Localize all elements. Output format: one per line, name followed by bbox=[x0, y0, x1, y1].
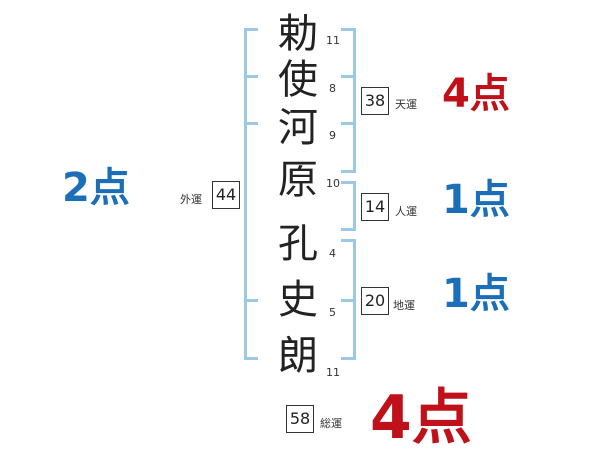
souun-value: 58 bbox=[286, 405, 314, 433]
jinun-bracket-line bbox=[353, 181, 356, 231]
bracket-tick bbox=[244, 299, 258, 302]
chiun-label: 地運 bbox=[393, 299, 415, 312]
stroke-count: 9 bbox=[329, 129, 336, 142]
bracket-tick bbox=[341, 299, 355, 302]
jinun-value: 14 bbox=[361, 193, 389, 221]
name-char: 原 bbox=[278, 157, 318, 203]
chiun-value: 20 bbox=[361, 287, 389, 315]
bracket-tick bbox=[244, 28, 258, 31]
stroke-count: 8 bbox=[329, 82, 336, 95]
stroke-count: 11 bbox=[326, 34, 340, 47]
name-char: 朗 bbox=[278, 333, 318, 379]
tenun-value: 38 bbox=[361, 87, 389, 115]
outer-bracket-line bbox=[244, 28, 247, 360]
bracket-tick bbox=[244, 357, 258, 360]
bracket-tick bbox=[341, 28, 355, 31]
stroke-count: 11 bbox=[326, 366, 340, 379]
name-char: 使 bbox=[278, 57, 318, 103]
gaiun-label: 外運 bbox=[180, 193, 202, 206]
bracket-tick bbox=[341, 239, 355, 242]
souun-score: 4点 bbox=[370, 383, 472, 453]
tenun-bracket-line bbox=[353, 28, 356, 173]
bracket-tick bbox=[341, 181, 355, 184]
bracket-tick bbox=[341, 228, 355, 231]
bracket-tick bbox=[341, 122, 355, 125]
tenun-label: 天運 bbox=[395, 98, 417, 111]
name-char: 河 bbox=[278, 105, 318, 151]
name-char: 史 bbox=[278, 277, 318, 323]
souun-label: 総運 bbox=[320, 417, 342, 430]
name-char: 勅 bbox=[278, 11, 318, 57]
name-char: 孔 bbox=[278, 221, 318, 267]
bracket-tick bbox=[341, 357, 355, 360]
stroke-count: 4 bbox=[329, 247, 336, 260]
chiun-score: 1点 bbox=[442, 271, 510, 317]
gaiun-score: 2点 bbox=[62, 165, 130, 211]
gaiun-value: 44 bbox=[212, 181, 240, 209]
stroke-count: 10 bbox=[326, 177, 340, 190]
bracket-tick bbox=[341, 75, 355, 78]
tenun-score: 4点 bbox=[442, 71, 510, 117]
bracket-tick bbox=[341, 170, 355, 173]
bracket-tick bbox=[244, 75, 258, 78]
stroke-count: 5 bbox=[329, 306, 336, 319]
jinun-label: 人運 bbox=[395, 205, 417, 218]
jinun-score: 1点 bbox=[442, 177, 510, 223]
bracket-tick bbox=[244, 122, 258, 125]
